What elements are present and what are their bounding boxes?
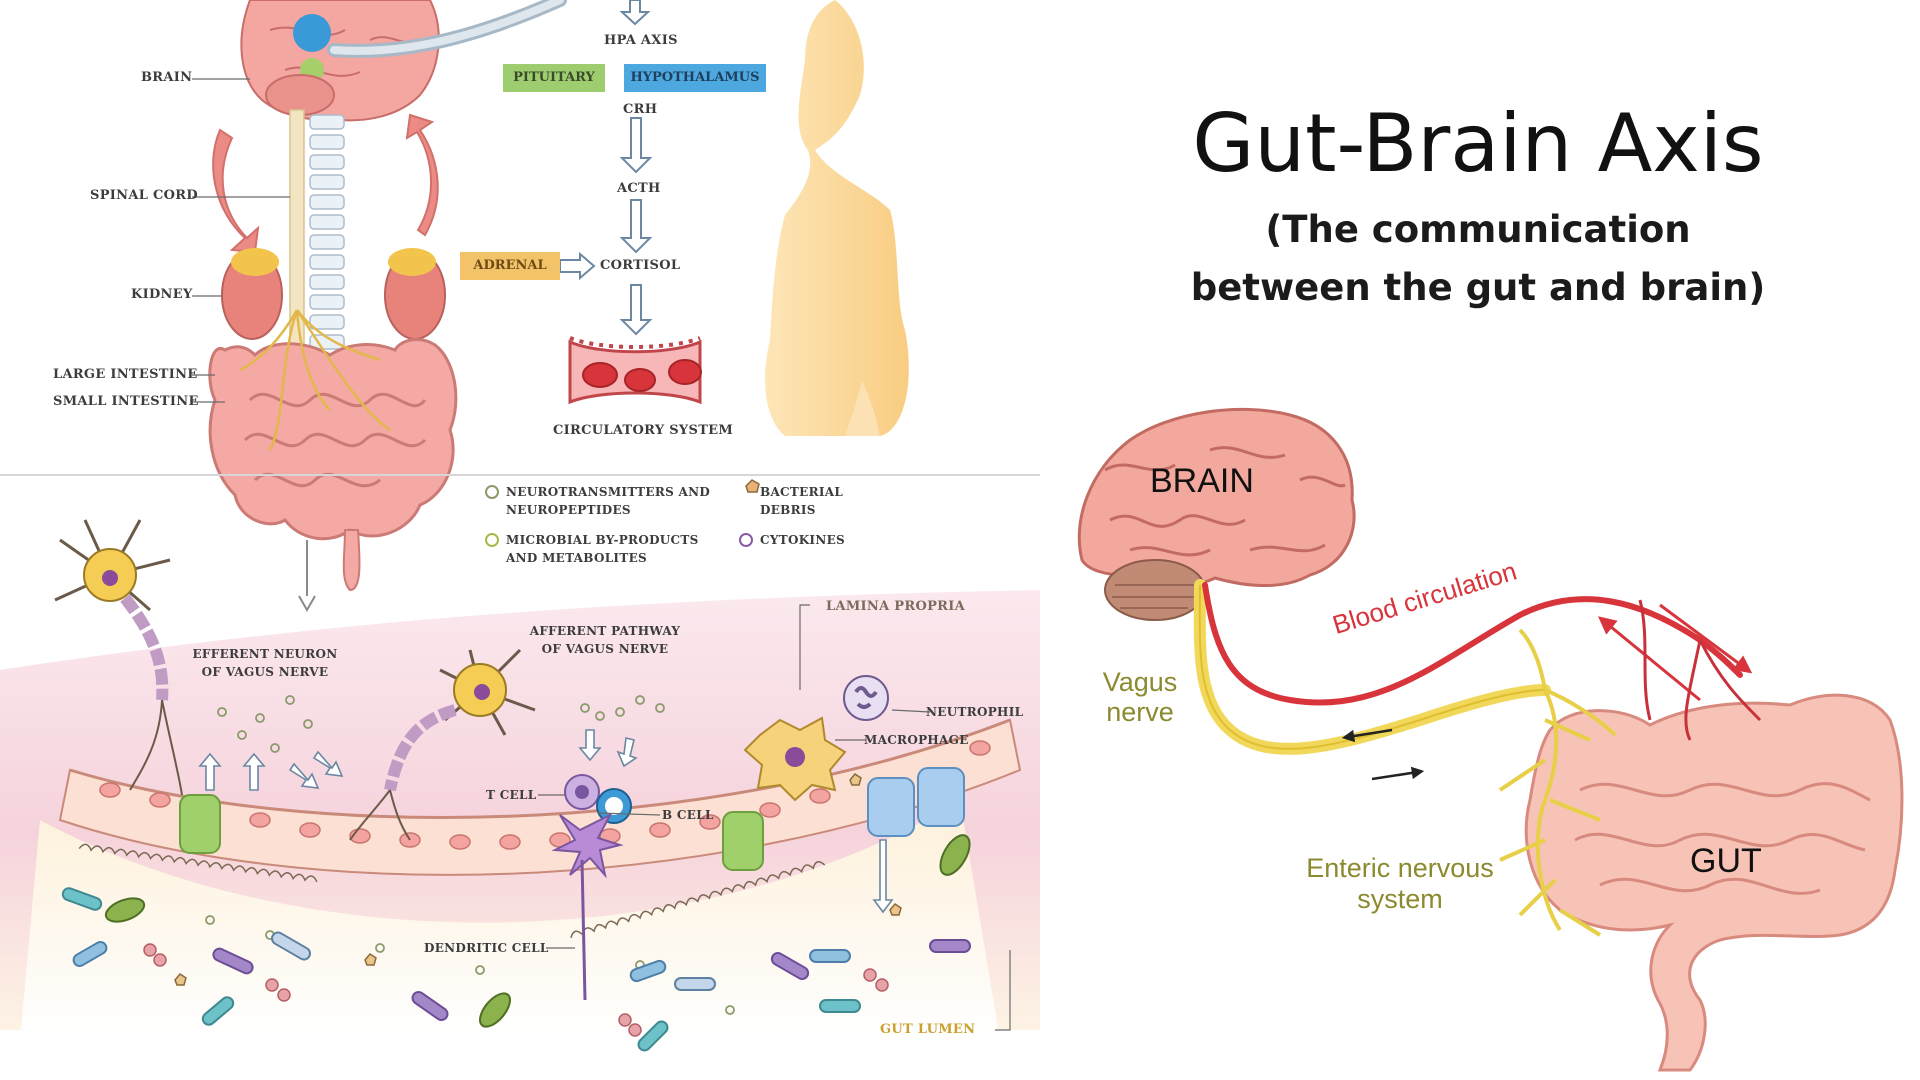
neutrophil — [843, 675, 889, 721]
page-subtitle-line2: between the gut and brain) — [1190, 266, 1766, 309]
label-efferent-line1: EFFERENT NEURON — [192, 647, 338, 661]
legend-cytokines: CYTOKINES — [760, 533, 846, 547]
label-neutrophil: NEUTROPHIL — [926, 705, 1024, 719]
label-gut-lumen: GUT LUMEN — [880, 1022, 976, 1037]
right-diagram — [1077, 407, 1904, 1072]
legend-neurotransmitters-line2: NEUROPEPTIDES — [506, 503, 631, 517]
tag-hypothalamus: HYPOTHALAMUS — [624, 64, 766, 92]
right-label-enteric-line1: Enteric nervous — [1306, 853, 1494, 883]
label-crh: CRH — [623, 102, 658, 117]
label-t-cell: T CELL — [486, 788, 537, 802]
right-label-enteric-line2: system — [1357, 884, 1443, 914]
blood-circulation-path — [1202, 582, 1743, 706]
human-silhouette — [765, 0, 909, 436]
right-cerebellum — [1104, 559, 1206, 621]
page-subtitle-line1: (The communication — [1265, 208, 1691, 251]
bacteria — [61, 834, 971, 1052]
tag-adrenal: ADRENAL — [460, 252, 560, 280]
label-acth: ACTH — [617, 181, 661, 196]
descending-arrow — [212, 128, 260, 254]
label-hpa-axis: HPA AXIS — [604, 33, 678, 48]
right-label-vagus-line2: nerve — [1106, 697, 1174, 727]
cell-detail — [0, 479, 1040, 1052]
epithelium — [58, 718, 1022, 876]
label-spinal-cord: SPINAL CORD — [90, 188, 198, 203]
label-large-intestine: LARGE INTESTINE — [53, 367, 198, 382]
label-b-cell: B CELL — [662, 808, 714, 822]
label-lamina-propria: LAMINA PROPRIA — [826, 599, 966, 614]
label-small-intestine: SMALL INTESTINE — [53, 394, 199, 409]
right-label-gut: GUT — [1690, 842, 1762, 880]
label-efferent-line2: OF VAGUS NERVE — [201, 665, 329, 679]
tag-pituitary: PITUITARY — [503, 64, 605, 92]
label-afferent-line2: OF VAGUS NERVE — [541, 642, 669, 656]
label-macrophage: MACROPHAGE — [864, 733, 969, 747]
hpa-flow-arrows — [559, 0, 653, 336]
legend-bacterial-line1: BACTERIAL — [760, 485, 844, 499]
ascending-arrow — [405, 113, 439, 237]
label-circulatory-system: CIRCULATORY SYSTEM — [553, 423, 734, 438]
legend-microbial-line1: MICROBIAL BY-PRODUCTS — [506, 533, 699, 547]
legend-microbial-line2: AND METABOLITES — [506, 551, 647, 565]
legend-neurotransmitters-line1: NEUROTRANSMITTERS AND — [506, 485, 711, 499]
dendritic-cell — [551, 812, 624, 879]
hypothalamus-dot — [293, 14, 331, 52]
page-title: Gut-Brain Axis — [1192, 97, 1764, 190]
label-brain: BRAIN — [141, 70, 193, 85]
legend-symbols — [485, 479, 760, 547]
label-cortisol: CORTISOL — [600, 258, 681, 273]
label-dendritic-cell: DENDRITIC CELL — [424, 941, 549, 955]
blood-vessel — [568, 336, 702, 405]
afferent-neuron — [349, 648, 536, 841]
body-section — [192, 0, 909, 613]
right-label-brain: BRAIN — [1150, 462, 1254, 500]
efferent-neuron — [54, 519, 183, 796]
label-afferent-line1: AFFERENT PATHWAY — [529, 624, 681, 638]
enteric-nerves — [1498, 628, 1617, 937]
legend-bacterial-line2: DEBRIS — [760, 503, 816, 517]
right-label-vagus-line1: Vagus — [1102, 667, 1178, 697]
label-kidney: KIDNEY — [131, 287, 193, 302]
